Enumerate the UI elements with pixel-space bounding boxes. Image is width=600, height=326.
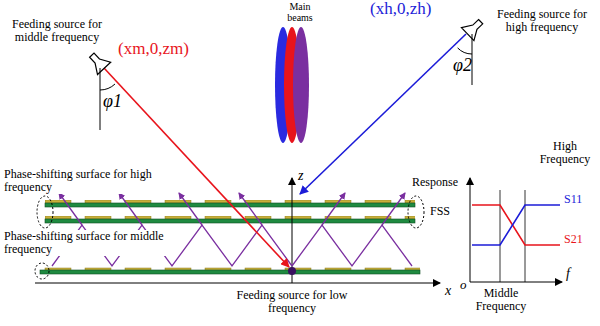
feed-horn-high	[461, 15, 486, 40]
purple-ray-out	[179, 193, 202, 225]
part-label: Phase-shifting surface for high frequenc…	[2, 168, 156, 194]
purple-ray-zigzag	[292, 225, 412, 266]
response-graph	[470, 178, 562, 282]
curve-label: S21	[564, 233, 583, 246]
axis-label: x	[445, 283, 451, 298]
purple-ray-out	[239, 193, 262, 225]
high-feed-ray	[300, 34, 466, 194]
curve-label: S11	[564, 193, 582, 206]
purple-ray-out	[382, 193, 405, 225]
part-label: FSS	[430, 205, 450, 218]
purple-ray-out	[119, 193, 142, 225]
graph-axis-label: Response	[412, 176, 458, 189]
band-label: High Frequency	[532, 140, 598, 166]
source-label: Feeding source for middle frequency	[2, 18, 112, 44]
purple-ray-out	[59, 193, 82, 225]
angle-label: φ1	[103, 92, 122, 112]
low-feed-dot	[288, 267, 296, 275]
axis-label: z	[298, 168, 303, 183]
feed-horn-middle	[85, 49, 110, 74]
part-label: Phase-shifting surface for middle freque…	[2, 230, 176, 256]
beam-label: Main beams	[278, 1, 322, 23]
purple-ray-out	[322, 193, 345, 225]
band-label: Middle Frequency	[470, 287, 532, 313]
angle-label: φ2	[453, 56, 472, 76]
axis-label: f	[566, 266, 570, 281]
axis-label: o	[460, 278, 467, 292]
main-beams	[275, 27, 309, 143]
source-label: Feeding source for high frequency	[486, 8, 598, 34]
coordinate-label: (xh,0,zh)	[370, 0, 431, 19]
coordinate-label: (xm,0,zm)	[118, 40, 189, 59]
angle-marks	[100, 34, 472, 130]
source-label: Feeding source for low frequency	[232, 289, 352, 315]
